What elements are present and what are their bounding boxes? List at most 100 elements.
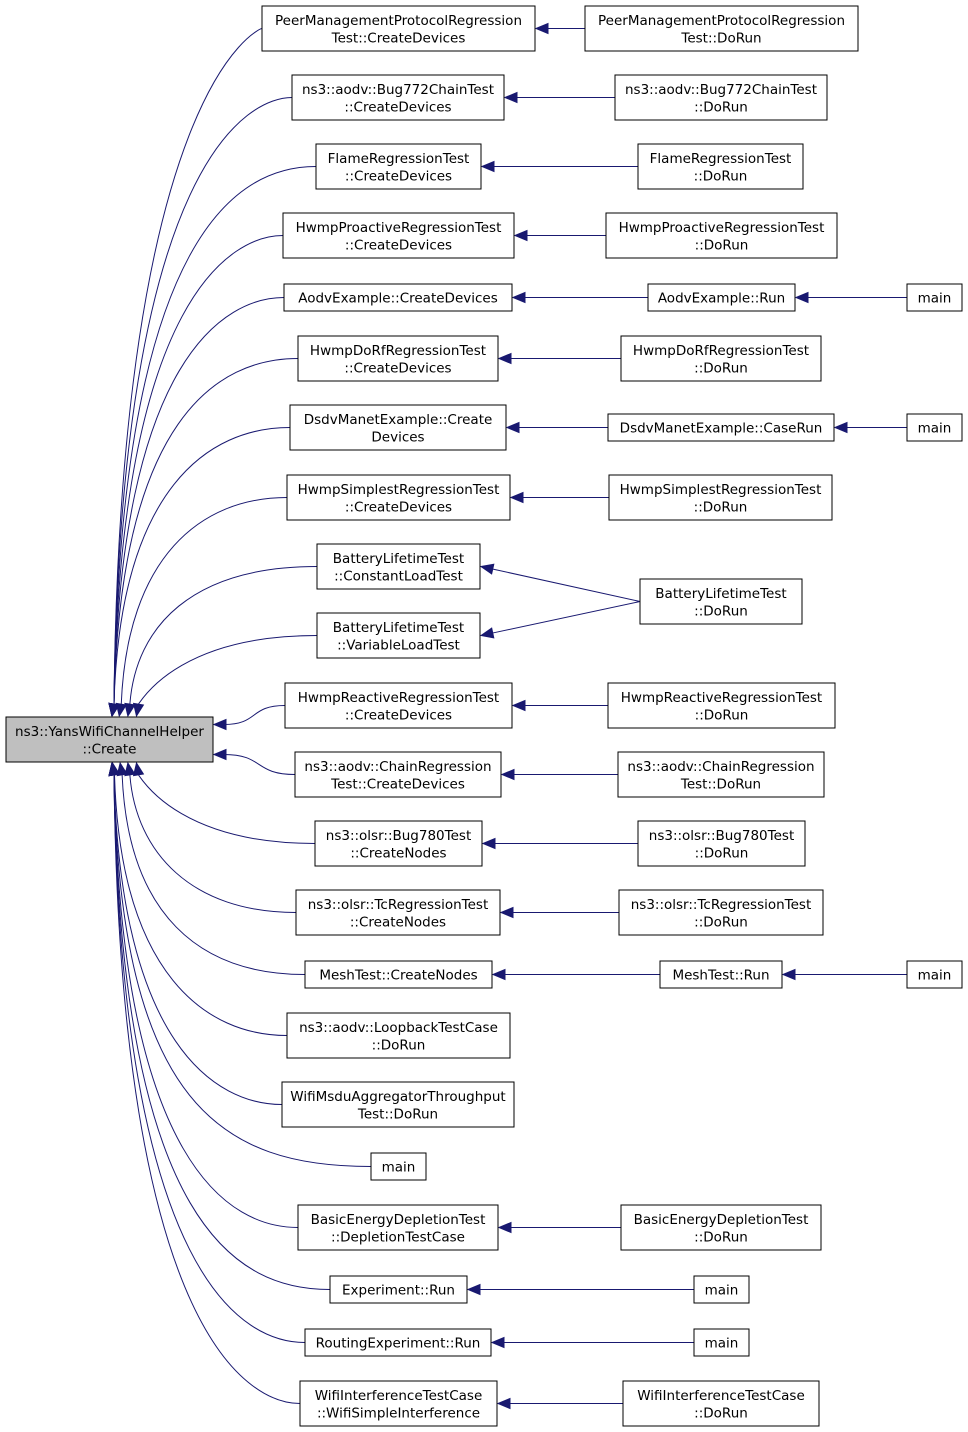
node-n21b[interactable]: main bbox=[693, 1328, 750, 1357]
arrowhead bbox=[212, 748, 227, 761]
node-n7c[interactable]: main bbox=[906, 413, 963, 442]
node-label: HwmpDoRfRegressionTest bbox=[633, 343, 809, 359]
call-edge-n8-root bbox=[115, 497, 288, 718]
node-n13b[interactable]: ns3::olsr::Bug780Test::DoRun bbox=[637, 820, 806, 867]
edge-line bbox=[113, 28, 263, 705]
node-n22b[interactable]: WifiInterferenceTestCase::DoRun bbox=[622, 1380, 820, 1427]
node-label: FlameRegressionTest bbox=[650, 151, 792, 167]
node-n4b[interactable]: HwmpProactiveRegressionTest::DoRun bbox=[605, 212, 838, 259]
node-n12[interactable]: ns3::aodv::ChainRegressionTest::CreateDe… bbox=[294, 751, 502, 798]
node-n3[interactable]: FlameRegressionTest::CreateDevices bbox=[315, 143, 482, 190]
node-n15b[interactable]: MeshTest::Run bbox=[659, 960, 783, 989]
call-edge-n12-root bbox=[212, 748, 296, 775]
edge-line bbox=[120, 497, 288, 705]
node-n8[interactable]: HwmpSimplestRegressionTest::CreateDevice… bbox=[286, 474, 511, 521]
node-box bbox=[608, 474, 833, 521]
call-edge-n7b-n7 bbox=[505, 421, 608, 434]
node-n19[interactable]: BasicEnergyDepletionTest::DepletionTestC… bbox=[297, 1204, 499, 1251]
node-n6[interactable]: HwmpDoRfRegressionTest::CreateDevices bbox=[297, 335, 499, 382]
node-label: RoutingExperiment::Run bbox=[316, 1336, 481, 1352]
node-n20[interactable]: Experiment::Run bbox=[329, 1275, 468, 1304]
arrowhead bbox=[511, 291, 526, 304]
node-label: main bbox=[918, 968, 952, 984]
edge-line bbox=[113, 235, 284, 705]
arrowhead bbox=[115, 702, 127, 718]
node-label: FlameRegressionTest bbox=[328, 151, 470, 167]
arrowhead bbox=[503, 91, 518, 104]
node-label: ::DoRun bbox=[694, 499, 748, 515]
node-box bbox=[607, 682, 836, 729]
node-n4[interactable]: HwmpProactiveRegressionTest::CreateDevic… bbox=[282, 212, 515, 259]
node-n15[interactable]: MeshTest::CreateNodes bbox=[304, 960, 493, 989]
node-n14[interactable]: ns3::olsr::TcRegressionTest::CreateNodes bbox=[295, 889, 501, 936]
node-n2b[interactable]: ns3::aodv::Bug772ChainTest::DoRun bbox=[614, 74, 828, 121]
node-label: PeerManagementProtocolRegression bbox=[598, 13, 845, 29]
edge-line bbox=[223, 705, 286, 725]
node-n19b[interactable]: BasicEnergyDepletionTest::DoRun bbox=[620, 1204, 822, 1251]
call-edge-n2-root bbox=[108, 97, 293, 718]
node-box bbox=[693, 1328, 750, 1357]
node-label: ::DoRun bbox=[694, 99, 748, 115]
arrowhead bbox=[480, 160, 495, 173]
node-label: ns3::YansWifiChannelHelper bbox=[15, 724, 204, 740]
node-n11[interactable]: HwmpReactiveRegressionTest::CreateDevice… bbox=[284, 682, 513, 729]
node-n1b[interactable]: PeerManagementProtocolRegressionTest::Do… bbox=[584, 5, 859, 52]
arrowhead bbox=[497, 352, 512, 365]
node-n2[interactable]: ns3::aodv::Bug772ChainTest::CreateDevice… bbox=[291, 74, 505, 121]
node-n15c[interactable]: main bbox=[906, 960, 963, 989]
call-edge-n6b-n6 bbox=[497, 352, 621, 365]
node-n22[interactable]: WifiInterferenceTestCase::WifiSimpleInte… bbox=[299, 1380, 498, 1427]
node-label: ::DoRun bbox=[694, 603, 748, 619]
node-label: Test::CreateDevices bbox=[331, 30, 466, 46]
call-edge-n15c-n15b bbox=[781, 968, 907, 981]
node-label: ns3::aodv::Bug772ChainTest bbox=[302, 82, 494, 98]
node-box bbox=[637, 820, 806, 867]
node-layer: ns3::YansWifiChannelHelper::Create PeerMa… bbox=[5, 5, 963, 1427]
arrowhead bbox=[534, 22, 549, 35]
node-n14b[interactable]: ns3::olsr::TcRegressionTest::DoRun bbox=[618, 889, 824, 936]
node-n11b[interactable]: HwmpReactiveRegressionTest::DoRun bbox=[607, 682, 836, 729]
node-label: ns3::aodv::Bug772ChainTest bbox=[625, 82, 817, 98]
node-n5c[interactable]: main bbox=[906, 283, 963, 312]
node-box bbox=[906, 283, 963, 312]
node-box bbox=[261, 5, 536, 52]
node-n9b[interactable]: BatteryLifetimeTest::DoRun bbox=[639, 578, 803, 625]
node-box bbox=[297, 335, 499, 382]
node-box bbox=[304, 960, 493, 989]
node-n5b[interactable]: AodvExample::Run bbox=[647, 283, 796, 312]
node-n21[interactable]: RoutingExperiment::Run bbox=[304, 1328, 492, 1357]
call-edge-n4-root bbox=[108, 235, 284, 718]
node-n20b[interactable]: main bbox=[693, 1275, 750, 1304]
node-n9[interactable]: BatteryLifetimeTest::ConstantLoadTest bbox=[316, 543, 481, 590]
node-label: ::DoRun bbox=[695, 707, 749, 723]
call-edge-n5b-n5 bbox=[511, 291, 648, 304]
arrowhead bbox=[481, 837, 496, 850]
node-n7[interactable]: DsdvManetExample::CreateDevices bbox=[289, 404, 507, 451]
node-box bbox=[906, 413, 963, 442]
root-node[interactable]: ns3::YansWifiChannelHelper::Create bbox=[5, 716, 214, 763]
node-label: ::CreateDevices bbox=[345, 707, 452, 723]
edge-line bbox=[138, 774, 316, 844]
node-n8b[interactable]: HwmpSimplestRegressionTest::DoRun bbox=[608, 474, 833, 521]
node-n7b[interactable]: DsdvManetExample::CaseRun bbox=[607, 413, 835, 442]
node-label: WifiMsduAggregatorThroughput bbox=[290, 1089, 505, 1105]
node-n10[interactable]: BatteryLifetimeTest::VariableLoadTest bbox=[316, 612, 481, 659]
edge-line bbox=[113, 774, 331, 1290]
arrowhead bbox=[499, 906, 514, 919]
node-label: BasicEnergyDepletionTest bbox=[311, 1212, 486, 1228]
node-label: Devices bbox=[371, 429, 424, 445]
node-n18[interactable]: main bbox=[370, 1152, 427, 1181]
node-n13[interactable]: ns3::olsr::Bug780Test::CreateNodes bbox=[314, 820, 483, 867]
node-n1[interactable]: PeerManagementProtocolRegressionTest::Cr… bbox=[261, 5, 536, 52]
node-n5[interactable]: AodvExample::CreateDevices bbox=[283, 283, 513, 312]
node-n6b[interactable]: HwmpDoRfRegressionTest::DoRun bbox=[620, 335, 822, 382]
node-label: ::Create bbox=[83, 741, 137, 757]
node-n16[interactable]: ns3::aodv::LoopbackTestCase::DoRun bbox=[286, 1012, 511, 1059]
call-edge-n3b-n3 bbox=[480, 160, 638, 173]
call-edge-n1-root bbox=[108, 28, 263, 718]
call-edge-n11b-n11 bbox=[511, 699, 608, 712]
arrowhead bbox=[124, 702, 136, 718]
node-n3b[interactable]: FlameRegressionTest::DoRun bbox=[637, 143, 804, 190]
